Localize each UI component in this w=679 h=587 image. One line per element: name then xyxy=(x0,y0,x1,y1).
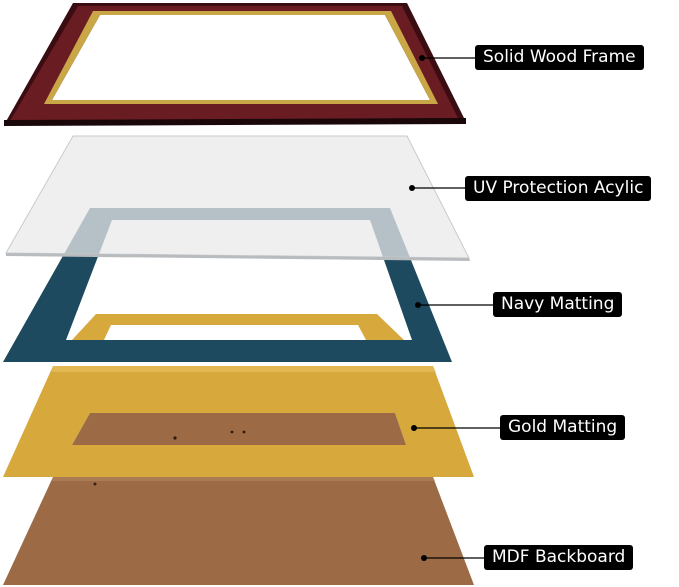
navy-matting-layer xyxy=(3,208,452,362)
dot-frame xyxy=(419,55,425,61)
dot-backing xyxy=(421,555,427,561)
navy-matting-label: Navy Matting xyxy=(493,292,623,317)
solid-wood-frame-label: Solid Wood Frame xyxy=(475,45,644,70)
mdf-backboard-layer xyxy=(3,477,474,585)
leader-dots xyxy=(409,55,427,561)
mdf-backboard-label: MDF Backboard xyxy=(484,545,634,570)
gold-matting-label: Gold Matting xyxy=(500,415,626,440)
uv-protection-acrylic-label: UV Protection Acylic xyxy=(465,176,652,201)
solid-wood-frame-layer xyxy=(4,3,466,126)
leader-lines xyxy=(412,57,501,559)
dot-navy xyxy=(415,302,421,308)
dot-acrylic xyxy=(409,185,415,191)
dot-gold xyxy=(411,425,417,431)
uv-acrylic-layer xyxy=(5,135,470,261)
gold-matting-layer xyxy=(3,366,474,477)
